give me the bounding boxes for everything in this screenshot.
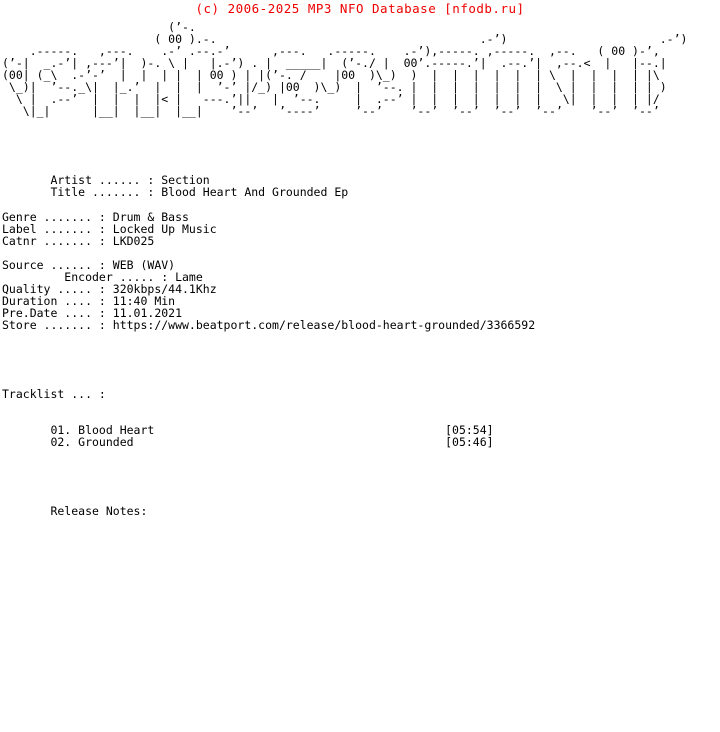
release-notes-heading: Release Notes:: [2, 504, 148, 519]
nfodb-copyright-header: (c) 2006-2025 MP3 NFO Database [nfodb.ru…: [195, 1, 525, 16]
meta-tracklist-spacer: [0, 342, 720, 376]
logo-meta-spacer: [0, 129, 720, 163]
release-metadata-block: Artist ...... : Section Title ....... : …: [2, 173, 536, 332]
mp3-nfo-ascii-logo: (’-. ( 00 ).-. .-’) .-’) .-----. ,---. .…: [2, 20, 688, 119]
tracklist-block: Tracklist ... : 01. Blood Heart [05:54] …: [2, 386, 494, 450]
tracklist-notes-spacer: [0, 460, 720, 494]
